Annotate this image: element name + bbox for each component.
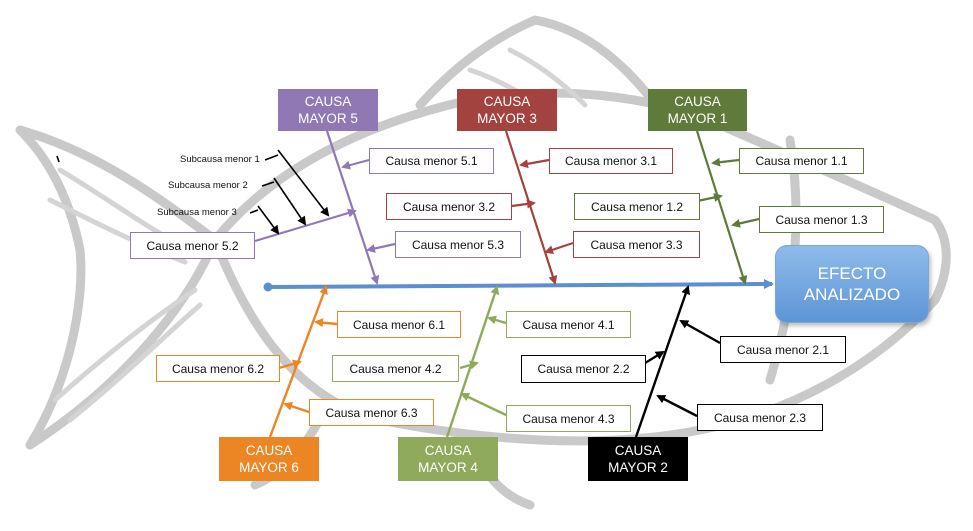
minor-cause-1-3: Causa menor 1.3: [759, 206, 884, 233]
minor-cause-6-2: Causa menor 6.2: [156, 355, 280, 382]
minor-cause-6-3: Causa menor 6.3: [309, 399, 434, 426]
minor-cause-4-1: Causa menor 4.1: [506, 311, 631, 338]
minor-cause-5-2: Causa menor 5.2: [130, 232, 255, 259]
minor-cause-5-1: Causa menor 5.1: [369, 148, 494, 174]
minor-cause-2-3: Causa menor 2.3: [697, 404, 823, 431]
minor-cause-3-3: Causa menor 3.3: [573, 231, 700, 258]
minor-cause-5-3: Causa menor 5.3: [395, 231, 521, 258]
effect-line2: ANALIZADO: [803, 285, 901, 304]
spine-arrow: [263, 279, 774, 292]
subcause-3: Subcausa menor 3: [157, 207, 237, 218]
minor-cause-3-1: Causa menor 3.1: [549, 148, 673, 174]
subcause-2: Subcausa menor 2: [168, 180, 248, 191]
minor-cause-3-2: Causa menor 3.2: [386, 193, 512, 220]
minor-cause-4-3: Causa menor 4.3: [506, 405, 631, 432]
minor-cause-1-1: Causa menor 1.1: [739, 148, 864, 174]
minor-cause-2-1: Causa menor 2.1: [720, 336, 846, 363]
effect-box: EFECTO ANALIZADO: [775, 245, 929, 323]
subcause-1: Subcausa menor 1: [180, 154, 260, 165]
minor-cause-4-2: Causa menor 4.2: [332, 355, 459, 382]
effect-line1: EFECTO: [817, 264, 887, 283]
minor-cause-2-2: Causa menor 2.2: [521, 355, 646, 383]
minor-cause-6-1: Causa menor 6.1: [337, 311, 461, 338]
minor-cause-1-2: Causa menor 1.2: [574, 193, 700, 220]
